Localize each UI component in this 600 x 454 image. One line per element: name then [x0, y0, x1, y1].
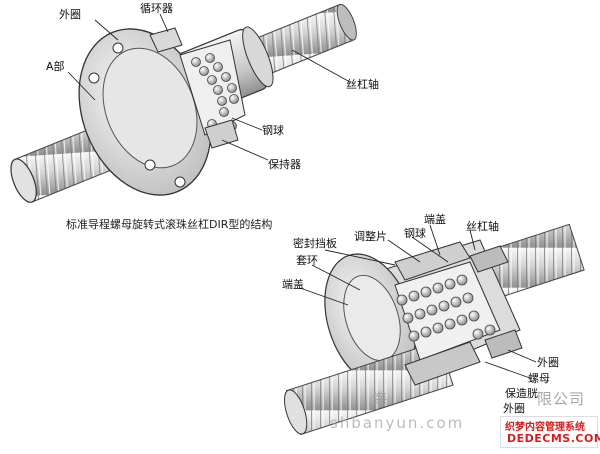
label-steel-ball-2: 钢球: [404, 227, 426, 240]
watermark-lead: 海: [372, 390, 389, 408]
dedecms-stamp: 织梦内容管理系统 DEDECMS.COM: [500, 416, 600, 448]
label-circulator: 循环器: [140, 2, 173, 15]
label-a-part: A部: [46, 60, 65, 73]
label-screw-shaft: 丝杠轴: [346, 78, 379, 91]
diagram1-ball-screw: [10, 3, 357, 203]
watermark-url: shbanyun.com: [330, 414, 465, 432]
label-end-cap-left: 端盖: [282, 278, 304, 291]
label-seal-plate: 密封挡板: [293, 237, 337, 250]
label-outer-ring: 外圈: [59, 8, 81, 21]
diagram2-ball-screw: [284, 223, 585, 436]
label-retainer: 保持器: [268, 158, 301, 171]
stamp-line2: DEDECMS.COM: [507, 432, 600, 445]
label-outer-ring-bottom: 外圈: [503, 402, 525, 415]
label-steel-ball: 钢球: [262, 124, 284, 137]
label-sleeve: 套环: [296, 254, 318, 267]
label-screw-shaft-2: 丝杠轴: [466, 220, 499, 233]
watermark-company: 限公司: [537, 390, 586, 408]
stamp-line1: 织梦内容管理系统: [505, 422, 585, 433]
label-end-cap-top: 端盖: [424, 213, 446, 226]
label-nut: 螺母: [528, 372, 550, 385]
label-overlap-text: 保造胱: [505, 387, 538, 400]
label-adjust-shim: 调整片: [354, 230, 387, 243]
diagram1-caption: 标准导程螺母旋转式滚珠丝杠DIR型的结构: [66, 218, 273, 231]
label-outer-ring-right: 外圈: [537, 356, 559, 369]
